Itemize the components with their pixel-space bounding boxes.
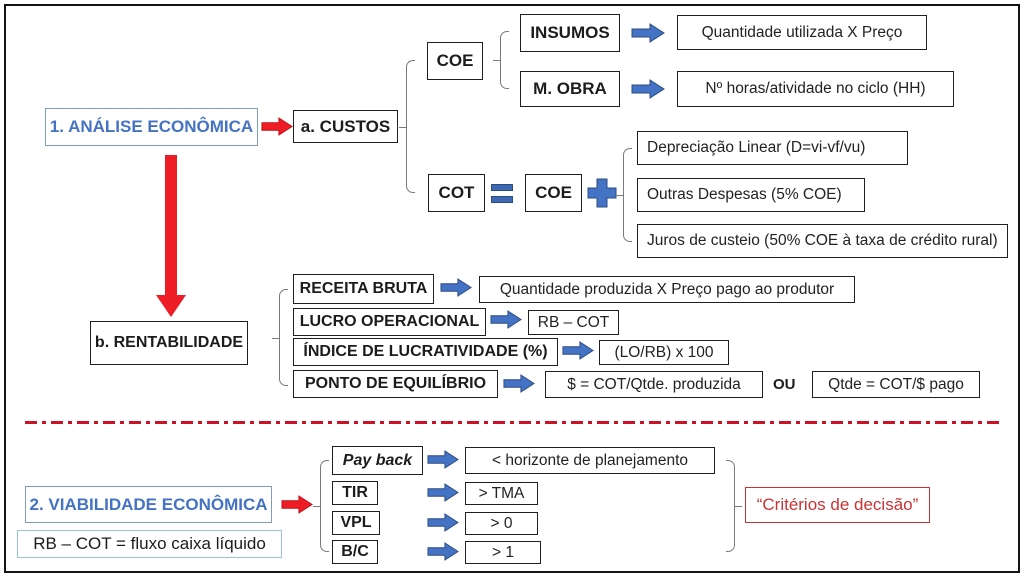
blue-arrow-right-icon (427, 513, 459, 532)
mobra-box: M. OBRA (520, 71, 620, 107)
custos-bracket (399, 60, 415, 193)
fluxo-caixa-note-box: RB – COT = fluxo caixa líquido (17, 530, 282, 558)
mobra-value-box: Nº horas/atividade no ciclo (HH) (677, 71, 954, 107)
red-arrow-right-icon (261, 117, 293, 136)
receita-bruta-box: RECEITA BRUTA (293, 274, 434, 304)
ponto-value-box: $ = COT/Qtde. produzida (545, 371, 763, 398)
depreciacao-box: Depreciação Linear (D=vi-vf/vu) (637, 131, 908, 165)
payback-box: Pay back (332, 446, 423, 475)
blue-arrow-right-icon (440, 278, 472, 297)
vpl-value-box: > 0 (465, 512, 538, 535)
lorb-value-box: (LO/RB) x 100 (599, 340, 729, 365)
bracket-tick (493, 60, 501, 61)
blue-arrow-right-icon (503, 374, 535, 393)
viabilidade-bracket (313, 460, 329, 552)
tir-box: TIR (332, 481, 378, 505)
bracket-tick (616, 195, 624, 196)
blue-arrow-right-icon (427, 450, 459, 469)
bracket-tick (272, 337, 280, 339)
payback-value-box: < horizonte de planejamento (465, 447, 715, 474)
blue-arrow-right-icon (490, 310, 522, 329)
insumos-value-box: Quantidade utilizada X Preço (677, 15, 927, 50)
blue-arrow-right-icon (631, 23, 665, 43)
rentabilidade-box: b. RENTABILIDADE (90, 321, 248, 365)
blue-arrow-right-icon (427, 483, 459, 502)
coe-box: COE (427, 42, 483, 80)
ponto-equilibrio-box: PONTO DE EQUILÍBRIO (293, 370, 498, 398)
coe-equals-box: COE (525, 174, 582, 212)
rentabilidade-bracket (272, 289, 288, 386)
decision-bracket (726, 460, 742, 552)
ponto-alt-value-box: Qtde = COT/$ pago (812, 371, 980, 398)
analise-economica-box: 1. ANÁLISE ECONÔMICA (45, 108, 258, 146)
plus-icon (587, 178, 617, 208)
viabilidade-economica-box: 2. VIABILIDADE ECONÔMICA (25, 486, 272, 523)
cot-box: COT (428, 174, 485, 212)
coe-bracket (493, 31, 509, 89)
blue-arrow-right-icon (562, 341, 594, 360)
insumos-box: INSUMOS (520, 14, 620, 52)
red-arrow-down-icon (156, 155, 186, 323)
bc-box: B/C (332, 540, 378, 564)
bracket-tick (399, 126, 407, 128)
juros-custeio-box: Juros de custeio (50% COE à taxa de créd… (637, 224, 1008, 258)
indice-lucratividade-box: ÍNDICE DE LUCRATIVIDADE (%) (293, 338, 558, 366)
red-arrow-right-icon (281, 495, 313, 514)
criterios-decisao-box: “Critérios de decisão” (745, 487, 930, 523)
bracket-tick (313, 506, 321, 507)
outras-despesas-box: Outras Despesas (5% COE) (637, 178, 865, 212)
custos-box: a. CUSTOS (293, 110, 398, 143)
outer-frame (4, 4, 1020, 573)
tir-value-box: > TMA (465, 482, 538, 505)
bracket-tick (734, 506, 742, 507)
blue-arrow-right-icon (427, 542, 459, 561)
equals-icon (491, 184, 513, 203)
section-divider (25, 421, 1000, 424)
receita-bruta-value-box: Quantidade produzida X Preço pago ao pro… (479, 276, 855, 303)
lucro-operacional-box: LUCRO OPERACIONAL (293, 308, 486, 336)
bc-value-box: > 1 (465, 541, 541, 564)
cot-components-bracket (616, 148, 632, 242)
ou-label: OU (773, 376, 796, 393)
blue-arrow-right-icon (631, 79, 665, 99)
vpl-box: VPL (332, 511, 380, 535)
rb-cot-value-box: RB – COT (528, 310, 619, 335)
